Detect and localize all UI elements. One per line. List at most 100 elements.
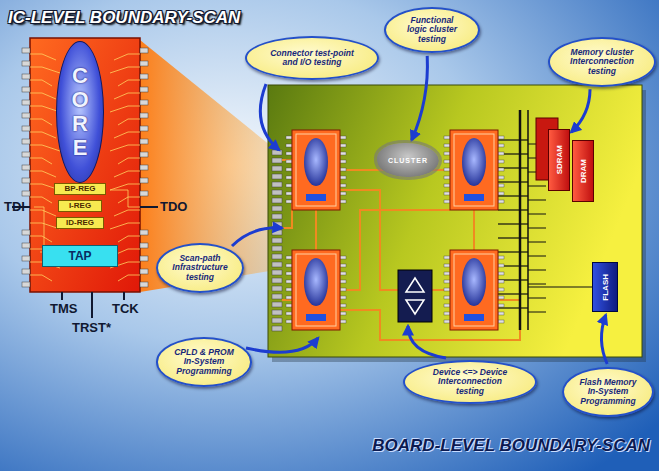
pin xyxy=(444,288,450,291)
pin xyxy=(444,184,450,187)
trace xyxy=(110,184,140,190)
signal-wire xyxy=(91,292,93,318)
bus-line xyxy=(527,110,529,330)
pin xyxy=(140,113,148,118)
title: IC-LEVEL BOUNDARY-SCAN xyxy=(8,8,240,28)
bus-line xyxy=(528,228,546,229)
connector-pin xyxy=(272,182,282,187)
projection-beam xyxy=(140,40,276,292)
callout-text: CPLD & PROM In-System Programming xyxy=(172,348,236,376)
trace xyxy=(30,145,60,151)
scan-wire xyxy=(315,210,317,250)
callout-text: Connector test-point and I/O testing xyxy=(267,49,357,67)
pin xyxy=(286,144,292,147)
callout-ellipse: Connector test-point and I/O testing xyxy=(245,36,379,80)
trace xyxy=(30,80,52,86)
pin xyxy=(444,264,450,267)
scan-wire xyxy=(340,190,398,290)
board-parts xyxy=(272,110,592,340)
pin xyxy=(340,136,346,139)
callout-text: Device <=> Device Interconnection testin… xyxy=(425,368,515,396)
chip-core xyxy=(462,258,486,306)
bus-line xyxy=(528,298,546,299)
signal-wire xyxy=(123,292,125,300)
pin xyxy=(286,136,292,139)
pin xyxy=(140,61,148,66)
bus-line xyxy=(498,139,528,140)
pin xyxy=(140,87,148,92)
scan-wire xyxy=(282,299,292,301)
callout-ellipse: CPLD & PROM In-System Programming xyxy=(156,337,253,387)
connector-pin xyxy=(272,270,282,275)
bus-line xyxy=(498,181,528,182)
pin xyxy=(22,282,30,287)
callout-text: Memory cluster Interconnection testing xyxy=(566,48,638,76)
node-label: I-REG xyxy=(69,202,91,210)
pin xyxy=(286,256,292,259)
bus-line xyxy=(528,214,546,215)
connector-pin xyxy=(272,310,282,315)
pin xyxy=(444,304,450,307)
scan-wire xyxy=(432,289,450,291)
pin xyxy=(340,144,346,147)
pin xyxy=(340,296,346,299)
pin xyxy=(498,160,504,163)
pin xyxy=(498,296,504,299)
node-label: TAP xyxy=(68,249,91,263)
node-label: FLASH xyxy=(601,274,610,301)
bus-line xyxy=(528,256,546,257)
pin xyxy=(286,200,292,203)
leader-arrow xyxy=(246,338,318,352)
reg-box: ID-REG xyxy=(56,217,104,229)
pin xyxy=(340,184,346,187)
signal-name: TRST* xyxy=(72,320,111,335)
connector-pin xyxy=(272,230,282,235)
pin xyxy=(444,144,450,147)
pin xyxy=(140,191,148,196)
trace xyxy=(118,80,140,86)
pin xyxy=(286,320,292,323)
scan-wire xyxy=(473,210,475,250)
pin xyxy=(286,280,292,283)
callout-ellipse: Device <=> Device Interconnection testin… xyxy=(403,360,537,404)
pin xyxy=(286,296,292,299)
caption: BOARD-LEVEL BOUNDARY-SCAN xyxy=(372,436,650,456)
node-label: DRAM xyxy=(579,159,588,183)
callout-ellipse: Functional logic cluster testing xyxy=(384,7,480,53)
tap-block xyxy=(464,194,484,201)
pin xyxy=(340,200,346,203)
pin xyxy=(22,165,30,170)
node-label: CLUSTER xyxy=(388,157,428,164)
pin xyxy=(340,176,346,179)
bus-line xyxy=(528,312,546,313)
bus-line xyxy=(528,200,546,201)
connector-pin xyxy=(272,198,282,203)
ic-chip-body xyxy=(30,38,140,292)
trace xyxy=(118,275,140,281)
trace xyxy=(30,210,56,216)
signal-wire xyxy=(61,292,63,300)
pin xyxy=(498,184,504,187)
trace xyxy=(118,197,140,203)
pin xyxy=(22,230,30,235)
connector-pin xyxy=(272,318,282,323)
pin xyxy=(340,288,346,291)
connector-pin xyxy=(272,262,282,267)
trace xyxy=(30,158,52,164)
buffer-symbol xyxy=(406,300,424,314)
core-box: CORE xyxy=(56,41,104,182)
pin xyxy=(140,165,148,170)
flash-box: FLASH xyxy=(592,262,618,312)
callout-ellipse: Memory cluster Interconnection testing xyxy=(548,37,656,87)
connector-pin xyxy=(272,150,282,155)
pin xyxy=(286,264,292,267)
connector-pin xyxy=(272,222,282,227)
pin xyxy=(340,304,346,307)
pin xyxy=(498,152,504,155)
buffer-symbol xyxy=(406,278,424,292)
bus-line xyxy=(528,186,546,187)
pin xyxy=(22,243,30,248)
trace xyxy=(110,106,140,112)
connector-pin xyxy=(272,190,282,195)
pin xyxy=(22,100,30,105)
